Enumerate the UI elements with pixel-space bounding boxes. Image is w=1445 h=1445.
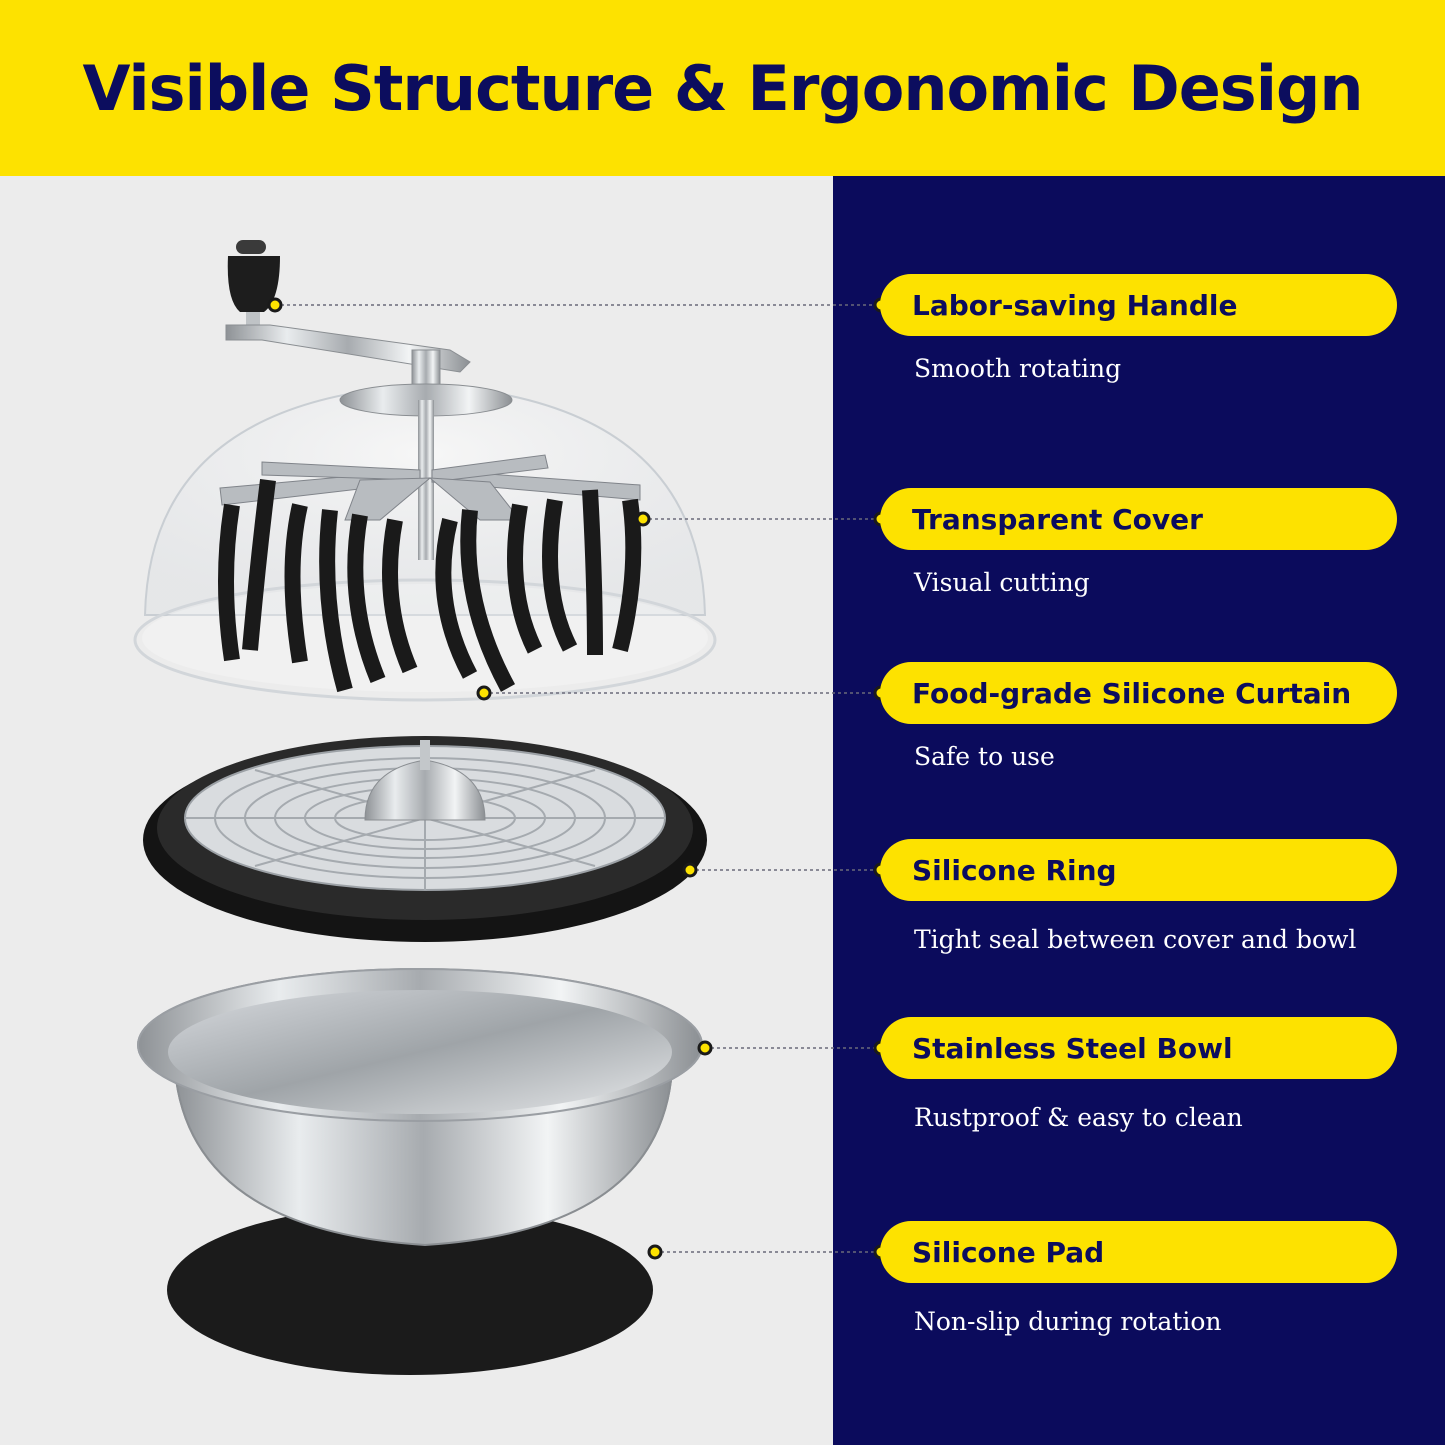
feature-title: Transparent Cover (880, 488, 1397, 550)
feature-description: Visual cutting (914, 568, 1090, 597)
silicone-curtains (218, 479, 642, 693)
feature-cover: Transparent Cover Visual cutting (880, 488, 1397, 597)
feature-description: Tight seal between cover and bowl (914, 925, 1357, 954)
rotor-spokes (219, 454, 641, 521)
feature-title: Food-grade Silicone Curtain (880, 662, 1397, 724)
feature-title: Labor-saving Handle (880, 274, 1397, 336)
feature-title: Stainless Steel Bowl (880, 1017, 1397, 1079)
feature-title: Silicone Ring (880, 839, 1397, 901)
product-illustration (133, 240, 717, 1375)
feature-ring: Silicone Ring Tight seal between cover a… (880, 839, 1397, 954)
feature-description: Non-slip during rotation (914, 1307, 1222, 1336)
feature-bowl: Stainless Steel Bowl Rustproof & easy to… (880, 1017, 1397, 1132)
feature-description: Safe to use (914, 742, 1055, 771)
feature-description: Rustproof & easy to clean (914, 1103, 1243, 1132)
feature-title: Silicone Pad (880, 1221, 1397, 1283)
silicone-pad (167, 1205, 653, 1375)
feature-pad: Silicone Pad Non-slip during rotation (880, 1221, 1397, 1336)
header-banner: Visible Structure & Ergonomic Design (0, 0, 1445, 176)
feature-description: Smooth rotating (914, 354, 1122, 383)
feature-curtain: Food-grade Silicone Curtain Safe to use (880, 662, 1397, 771)
silicone-ring-assembly (143, 736, 707, 942)
feature-handle: Labor-saving Handle Smooth rotating (880, 274, 1397, 383)
handle-knob (227, 240, 280, 334)
page-title: Visible Structure & Ergonomic Design (82, 51, 1364, 125)
